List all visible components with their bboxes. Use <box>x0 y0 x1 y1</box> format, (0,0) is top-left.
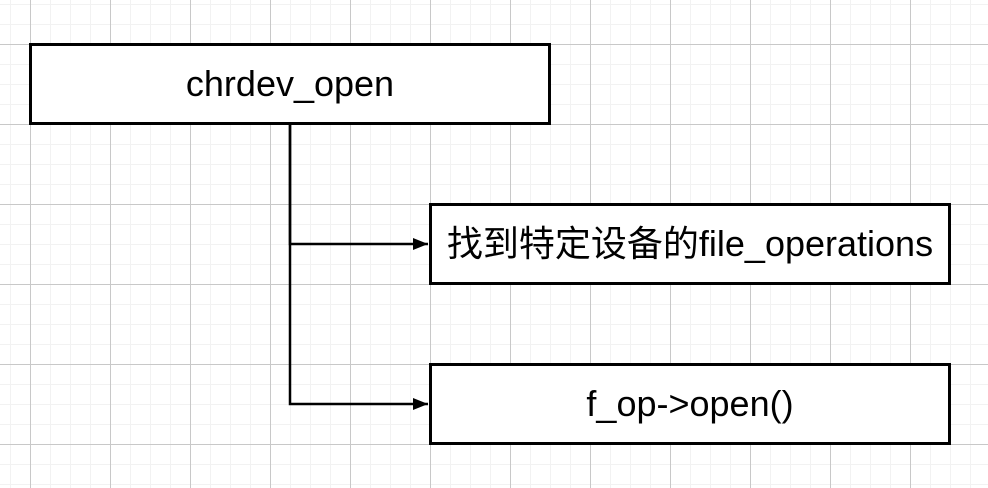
node-fop-open[interactable]: f_op->open() <box>429 363 951 445</box>
node-find-file-operations[interactable]: 找到特定设备的file_operations <box>429 203 951 285</box>
connector-chrdev-open-to-file-operations[interactable] <box>288 125 428 250</box>
node-fop-open-label: f_op->open() <box>586 383 794 424</box>
node-find-file-operations-label: 找到特定设备的file_operations <box>446 223 934 264</box>
node-chrdev-open[interactable]: chrdev_open <box>29 43 551 125</box>
node-chrdev-open-label: chrdev_open <box>185 63 395 104</box>
connector-chrdev-open-to-fop-open[interactable] <box>288 125 428 410</box>
